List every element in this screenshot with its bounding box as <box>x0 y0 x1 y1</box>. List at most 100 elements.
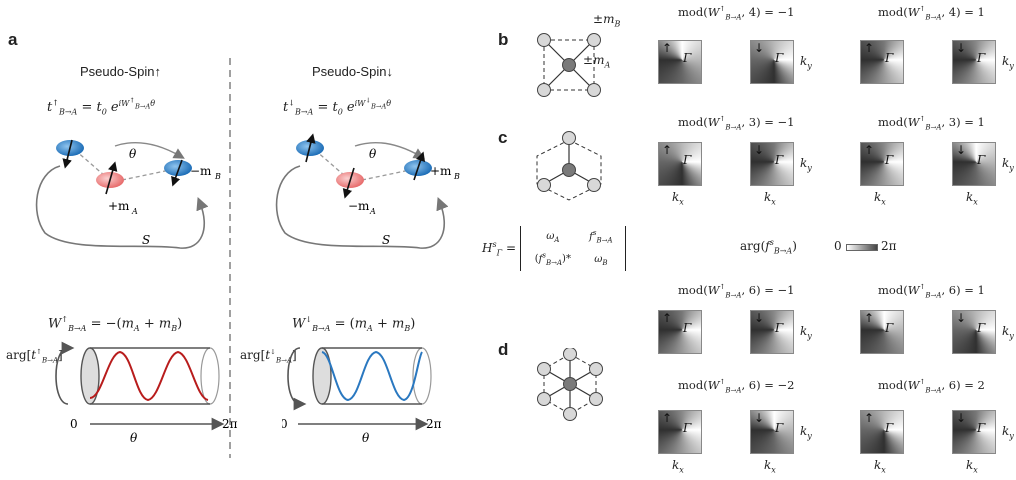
spin-up-arrow-icon: ↑ <box>662 311 673 325</box>
gamma-point-label: Γ <box>683 321 692 335</box>
orbital-site-B2 <box>164 160 192 176</box>
colorbar-min: 0 <box>834 239 842 253</box>
kx-axis-label: kx <box>672 190 684 207</box>
svg-text:B: B <box>214 172 221 181</box>
phase-map-tile: ↓Γ <box>952 142 996 186</box>
kx-axis-label: kx <box>874 458 886 475</box>
arg-label-down: arg[t↓B→A] <box>240 348 297 365</box>
ky-axis-label: ky <box>1002 156 1014 173</box>
gamma-point-label: Γ <box>683 51 692 65</box>
plus-mA-label: +m <box>108 199 130 213</box>
spin-down-arrow-icon: ↓ <box>754 311 765 325</box>
phase-map-tile: ↓Γ <box>750 142 794 186</box>
panel-label-b: b <box>498 30 509 49</box>
phase-map-tile: ↑Γ <box>658 142 702 186</box>
phase-map-tile: ↑Γ <box>860 40 904 84</box>
spin-up-arrow-icon: ↑ <box>864 411 875 425</box>
ky-axis-label: ky <box>800 156 812 173</box>
kx-axis-label: kx <box>764 190 776 207</box>
orbit-diagram-up: θ +m A −m B S <box>35 139 221 249</box>
gamma-point-label: Γ <box>775 51 784 65</box>
lattice-hexagonal-d <box>537 348 603 421</box>
panel-label-c: c <box>498 128 508 147</box>
spin-up-arrow-icon: ↑ <box>662 143 673 157</box>
theta-label-up: θ <box>129 147 137 161</box>
gamma-point-label: Γ <box>977 321 986 335</box>
mod-label-d2-right: mod(W↑B→A, 6) = 2 <box>878 378 985 395</box>
gamma-point-label: Γ <box>775 321 784 335</box>
minus-mB-label: −m <box>190 164 212 178</box>
mod-label-d1-right: mod(W↑B→A, 6) = 1 <box>878 283 985 300</box>
kx-axis-label: kx <box>874 190 886 207</box>
mod-label-c-left: mod(W↑B→A, 3) = −1 <box>678 115 795 132</box>
helix-up-2pi: 2π <box>222 417 238 431</box>
gamma-point-label: Γ <box>775 421 784 435</box>
kx-axis-label: kx <box>966 190 978 207</box>
panel-label-a: a <box>8 30 18 49</box>
mod-label-b-right: mod(W↑B→A, 4) = 1 <box>878 5 985 22</box>
phase-map-tile: ↑Γ <box>658 310 702 354</box>
hopping-formula-down: t↓B→A = t0 eiW↓B→Aθ <box>283 96 392 117</box>
helix-up-zero: 0 <box>70 417 78 431</box>
winding-formula-down: W↓B→A = (mA + mB) <box>292 315 416 333</box>
spin-down-arrow-icon: ↓ <box>956 41 967 55</box>
spin-up-arrow-icon: ↑ <box>662 41 673 55</box>
svg-text:B: B <box>453 172 460 181</box>
svg-text:θ: θ <box>369 147 377 161</box>
mod-label-d1-left: mod(W↑B→A, 6) = −1 <box>678 283 795 300</box>
ky-axis-label: ky <box>1002 324 1014 341</box>
phase-map-tile: ↓Γ <box>750 40 794 84</box>
spin-up-arrow-icon: ↑ <box>662 411 673 425</box>
spin-up-arrow-icon: ↑ <box>864 143 875 157</box>
panel-label-d: d <box>498 340 509 359</box>
b-pm-mA-label: ±mA <box>583 53 611 70</box>
spin-down-arrow-icon: ↓ <box>956 311 967 325</box>
ky-axis-label: ky <box>800 324 812 341</box>
ky-axis-label: ky <box>800 424 812 441</box>
svg-text:A: A <box>131 207 138 216</box>
svg-text:A: A <box>369 207 376 216</box>
kx-axis-label: kx <box>672 458 684 475</box>
lattice-square-b <box>537 33 601 97</box>
s-label-up: S <box>142 233 150 247</box>
orbit-diagram-down: θ −m A +m B S <box>275 133 460 249</box>
gamma-point-label: Γ <box>885 421 894 435</box>
gamma-point-label: Γ <box>775 153 784 167</box>
mod-label-c-right: mod(W↑B→A, 3) = 1 <box>878 115 985 132</box>
gamma-point-label: Γ <box>683 153 692 167</box>
gamma-point-label: Γ <box>977 51 986 65</box>
phase-map-tile: ↓Γ <box>952 410 996 454</box>
b-pm-mB-label: ±mB <box>593 12 621 29</box>
panel-a-divider <box>229 58 231 458</box>
kx-axis-label: kx <box>966 458 978 475</box>
helix-cylinder-up: 0 2π θ <box>55 341 238 445</box>
gamma-point-label: Γ <box>977 153 986 167</box>
kx-axis-label: kx <box>764 458 776 475</box>
mod-label-b-left: mod(W↑B→A, 4) = −1 <box>678 5 795 22</box>
pseudo-spin-down-title: Pseudo-Spin↓ <box>312 64 393 79</box>
spin-up-arrow-icon: ↑ <box>864 311 875 325</box>
phase-map-tile: ↑Γ <box>860 142 904 186</box>
svg-text:S: S <box>382 233 390 247</box>
phase-map-tile: ↓Γ <box>952 40 996 84</box>
ky-axis-label: ky <box>1002 424 1014 441</box>
spin-down-arrow-icon: ↓ <box>956 143 967 157</box>
gamma-point-label: Γ <box>885 321 894 335</box>
ky-axis-label: ky <box>800 54 812 71</box>
phase-map-tile: ↓Γ <box>952 310 996 354</box>
gamma-point-label: Γ <box>683 421 692 435</box>
lattice-triangle-c <box>536 131 602 201</box>
phase-map-tile: ↑Γ <box>860 310 904 354</box>
phase-map-tile: ↓Γ <box>750 410 794 454</box>
helix-cylinder-down: 0 2π θ <box>282 347 442 445</box>
spin-down-arrow-icon: ↓ <box>956 411 967 425</box>
gamma-point-label: Γ <box>885 153 894 167</box>
helix-up-theta: θ <box>130 431 138 445</box>
spin-down-arrow-icon: ↓ <box>754 143 765 157</box>
pseudo-spin-up-title: Pseudo-Spin↑ <box>80 64 161 79</box>
plus-mB-label: +m <box>430 164 452 178</box>
gamma-point-label: Γ <box>885 51 894 65</box>
spin-down-arrow-icon: ↓ <box>754 411 765 425</box>
ky-axis-label: ky <box>1002 54 1014 71</box>
helix-down-zero: 0 <box>282 417 288 431</box>
